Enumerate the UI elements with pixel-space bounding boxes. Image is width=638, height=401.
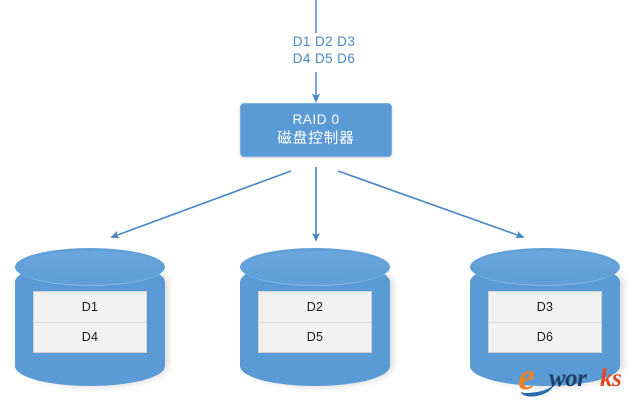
disk-1-blocks: D1 D4 <box>33 291 147 353</box>
arrow-controller-to-disk-1 <box>110 170 292 239</box>
disk-2[interactable]: D2 D5 <box>240 248 394 390</box>
arrow-controller-to-disk-3 <box>337 170 525 239</box>
disk-3-block-1: D3 <box>489 292 601 323</box>
disk-2-cylinder-top <box>240 248 390 286</box>
disk-2-cylinder-top-sheen <box>244 251 386 281</box>
eworks-watermark-logo: e wor ks <box>516 358 638 399</box>
disk-3[interactable]: D3 D6 <box>470 248 624 390</box>
disk-2-block-2: D5 <box>306 330 324 345</box>
raid-controller-box[interactable]: RAID 0 磁盘控制器 <box>240 103 392 157</box>
incoming-data-row-1: D1 D2 D3 <box>292 34 356 49</box>
controller-title: RAID 0 <box>292 112 340 127</box>
disk-2-blocks: D2 D5 <box>258 291 372 353</box>
watermark-letter-e: e <box>518 356 535 398</box>
disk-3-cylinder-top-sheen <box>474 251 616 281</box>
incoming-data-row-2: D4 D5 D6 <box>292 51 356 66</box>
disk-3-blocks: D3 D6 <box>488 291 602 353</box>
watermark-text-ks: ks <box>600 365 622 392</box>
disk-2-block-1: D2 <box>259 292 371 323</box>
disk-1[interactable]: D1 D4 <box>15 248 169 390</box>
watermark-text-wor: wor <box>549 365 587 392</box>
disk-1-cylinder-top <box>15 248 165 286</box>
disk-3-block-2: D6 <box>536 330 554 345</box>
disk-3-cylinder-top <box>470 248 620 286</box>
controller-subtitle: 磁盘控制器 <box>277 131 355 147</box>
disk-1-cylinder-top-sheen <box>19 251 161 281</box>
incoming-data-labels: D1 D2 D3 D4 D5 D6 <box>264 33 384 67</box>
disk-1-block-1: D1 <box>34 292 146 323</box>
disk-1-block-2: D4 <box>81 330 99 345</box>
